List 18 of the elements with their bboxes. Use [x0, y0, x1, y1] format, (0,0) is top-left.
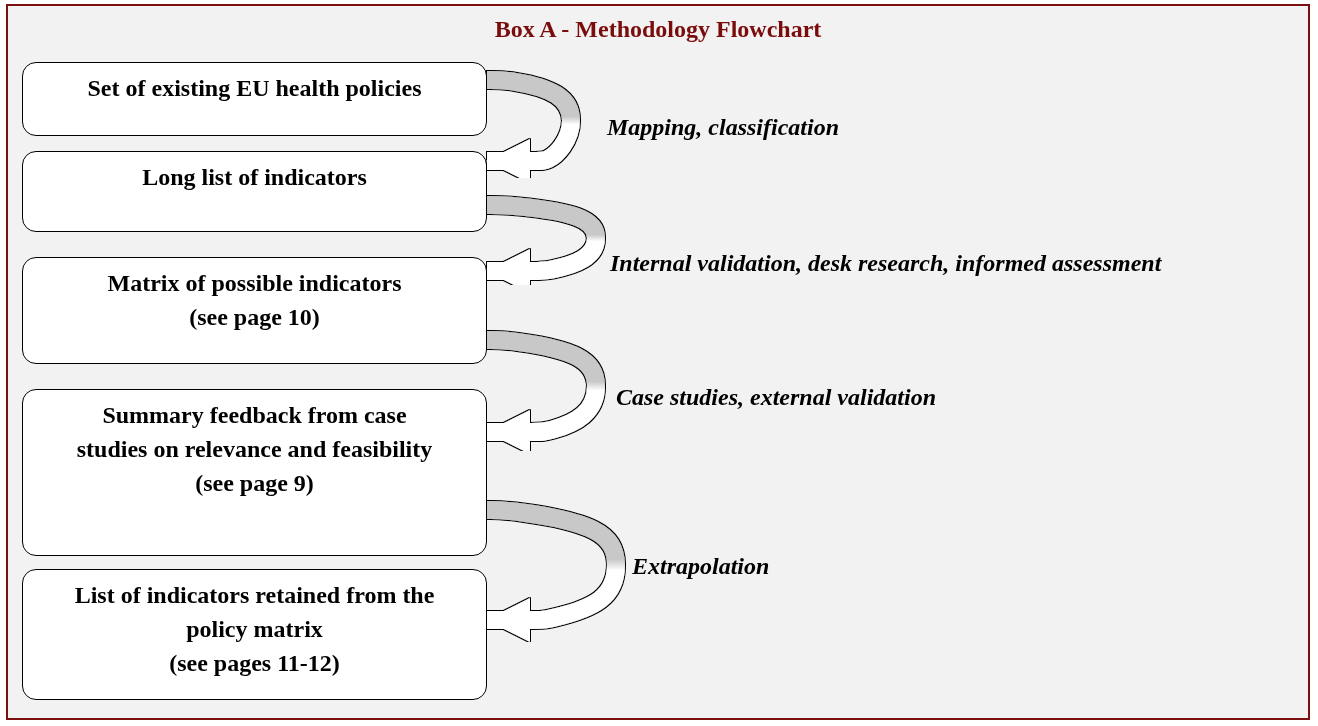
edge-label: Internal validation, desk research, informed assessment [610, 250, 1162, 277]
box-text: Summary feedback from case studies on relevance and feasibility [75, 401, 434, 464]
box-text: (see page 10) [188, 303, 321, 332]
process-box [22, 151, 487, 232]
edge-label: Extrapolation [632, 553, 770, 580]
title: Box A - Methodology Flowchart [493, 16, 823, 43]
edge-label: Case studies, external validation [616, 384, 936, 411]
edge-label: Mapping, classification [607, 114, 840, 141]
process-box [22, 569, 487, 700]
box-text: (see pages 11-12) [168, 649, 341, 678]
box-text: List of indicators retained from the policy matrix [73, 581, 436, 644]
box-text: Set of existing EU health policies [86, 74, 423, 103]
process-box [22, 62, 487, 136]
process-box [22, 257, 487, 364]
process-box [22, 389, 487, 556]
box-text: Long list of indicators [141, 163, 368, 192]
box-text: Matrix of possible indicators [106, 269, 403, 298]
box-text: (see page 9) [194, 469, 315, 498]
